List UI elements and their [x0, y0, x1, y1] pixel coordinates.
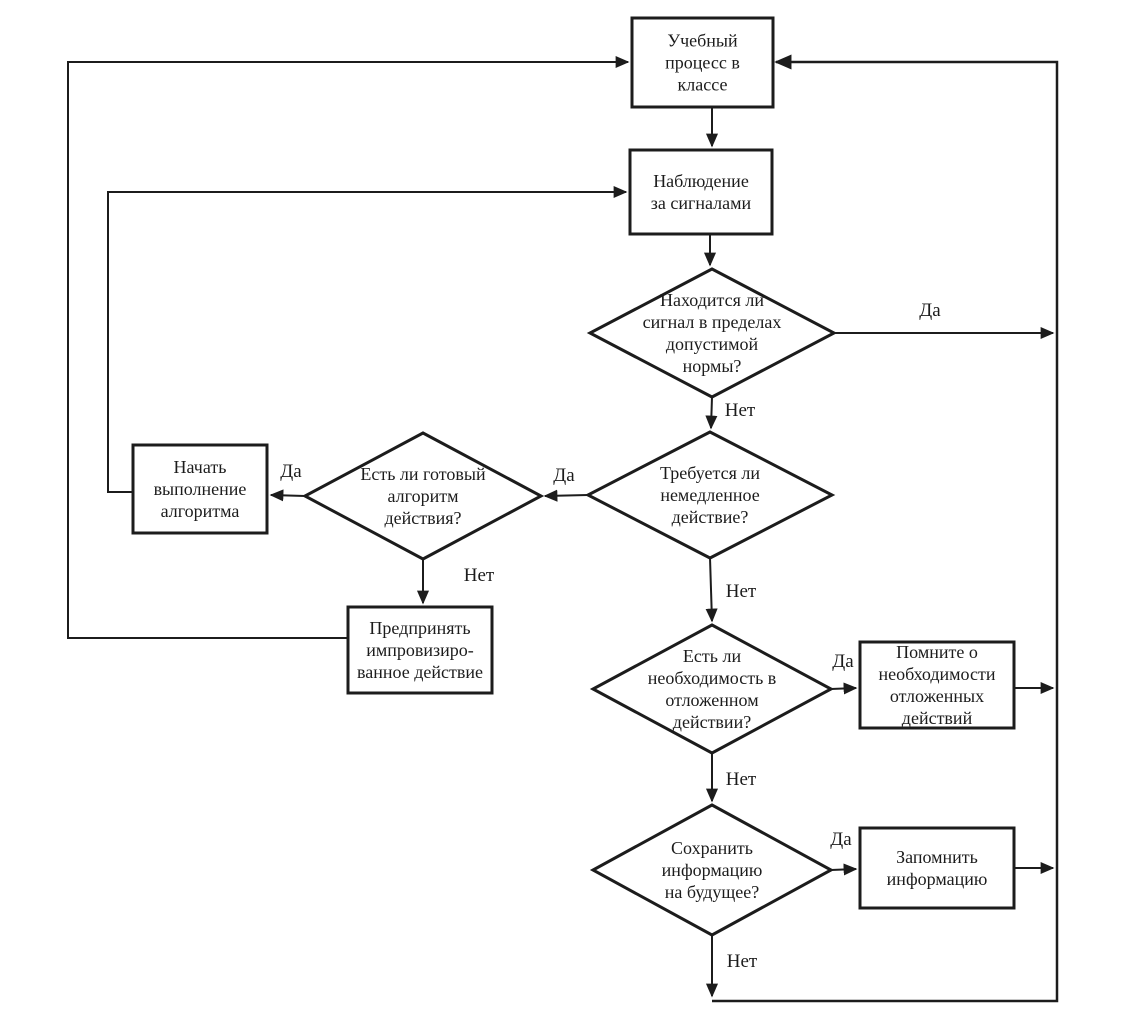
node-signal-within-norm-line-0: Находится ли: [660, 290, 764, 310]
node-save-info-future-shape: [589, 803, 835, 937]
edge-save-no-down-label: Нет: [727, 951, 758, 972]
node-remember-deferred-line-0: Помните о: [896, 642, 978, 662]
node-deferred-action-needed-line-1: необходимость в: [648, 668, 777, 688]
edge-immediate-no-to-deferred: [705, 557, 718, 623]
node-signal-within-norm-line-2: допустимой: [666, 334, 759, 354]
edge-deferred-no-to-save-label: Нет: [726, 769, 757, 790]
node-improvised-action-line-2: ванное действие: [357, 662, 483, 682]
edge-start-loop-to-observation: [107, 185, 628, 493]
node-ready-algorithm-exists-line-2: действия?: [384, 508, 461, 528]
edge-ready-yes-to-start: [269, 489, 306, 502]
edge-norm-no-to-immediate-label: Нет: [725, 400, 756, 421]
node-memorize-info-line-0: Запомнить: [896, 847, 978, 867]
node-deferred-action-needed-line-3: действии?: [673, 712, 751, 732]
node-start-algorithm-shape: [131, 443, 269, 535]
node-immediate-action-needed-line-0: Требуется ли: [660, 463, 760, 483]
edge-save-yes-to-memorize-label: Да: [830, 829, 852, 850]
node-signal-within-norm-shape: [586, 267, 838, 399]
edge-immediate-yes-to-ready: [543, 489, 589, 502]
node-signal-within-norm-line-3: нормы?: [683, 356, 742, 376]
node-class-process-line-2: классе: [678, 75, 728, 95]
node-class-process-line-1: процесс в: [665, 53, 740, 73]
node-start-algorithm-line-1: выполнение: [154, 479, 247, 499]
node-memorize-info-line-1: информацию: [887, 869, 988, 889]
edge-save-yes-to-memorize: [830, 863, 858, 876]
node-immediate-action-needed-line-2: действие?: [672, 507, 749, 527]
node-memorize-info-shape: [858, 826, 1016, 910]
node-save-info-future-line-1: информацию: [662, 860, 763, 880]
node-start-algorithm-line-2: алгоритма: [161, 501, 240, 521]
node-ready-algorithm-exists-line-0: Есть ли готовый: [360, 464, 486, 484]
node-ready-algorithm-exists-shape: [301, 431, 545, 561]
node-save-info-future-line-0: Сохранить: [671, 838, 753, 858]
node-start-algorithm-line-0: Начать: [174, 457, 227, 477]
edge-right-return-line: [712, 54, 1059, 1003]
node-signal-observation-line-0: Наблюдение: [653, 171, 749, 191]
node-signal-within-norm-line-1: сигнал в пределах: [643, 312, 782, 332]
edge-improvise-loop-to-class: [67, 55, 630, 639]
node-immediate-action-needed-shape: [584, 430, 836, 560]
edge-ready-no-to-improvise-label: Нет: [464, 565, 495, 586]
node-immediate-action-needed-line-1: немедленное: [660, 485, 759, 505]
node-improvised-action-line-0: Предпринять: [369, 618, 470, 638]
node-improvised-action-line-1: импровизиро-: [366, 640, 474, 660]
edge-norm-yes-to-loop-label: Да: [919, 300, 941, 321]
node-remember-deferred-shape: [858, 640, 1016, 730]
node-class-process-line-0: Учебный: [667, 31, 738, 51]
node-remember-deferred-line-2: отложенных: [890, 686, 984, 706]
node-deferred-action-needed-line-2: отложенном: [665, 690, 758, 710]
node-class-process-shape: [630, 16, 775, 109]
edge-norm-no-to-immediate: [705, 396, 718, 430]
node-save-info-future-line-2: на будущее?: [665, 882, 759, 902]
edge-deferred-yes-to-remember-label: Да: [832, 651, 854, 672]
node-improvised-action-shape: [346, 605, 494, 695]
node-deferred-action-needed-shape: [589, 623, 835, 755]
edge-immediate-yes-to-ready-label: Да: [553, 465, 575, 486]
node-remember-deferred-line-1: необходимости: [878, 664, 995, 684]
node-signal-observation-shape: [628, 148, 774, 236]
node-ready-algorithm-exists-line-1: алгоритм: [388, 486, 459, 506]
edge-immediate-no-to-deferred-label: Нет: [726, 581, 757, 602]
edge-ready-yes-to-start-label: Да: [280, 461, 302, 482]
node-remember-deferred-line-3: действий: [902, 708, 973, 728]
node-signal-observation-line-1: за сигналами: [651, 193, 752, 213]
edge-deferred-yes-to-remember: [830, 682, 858, 695]
node-deferred-action-needed-line-0: Есть ли: [683, 646, 742, 666]
